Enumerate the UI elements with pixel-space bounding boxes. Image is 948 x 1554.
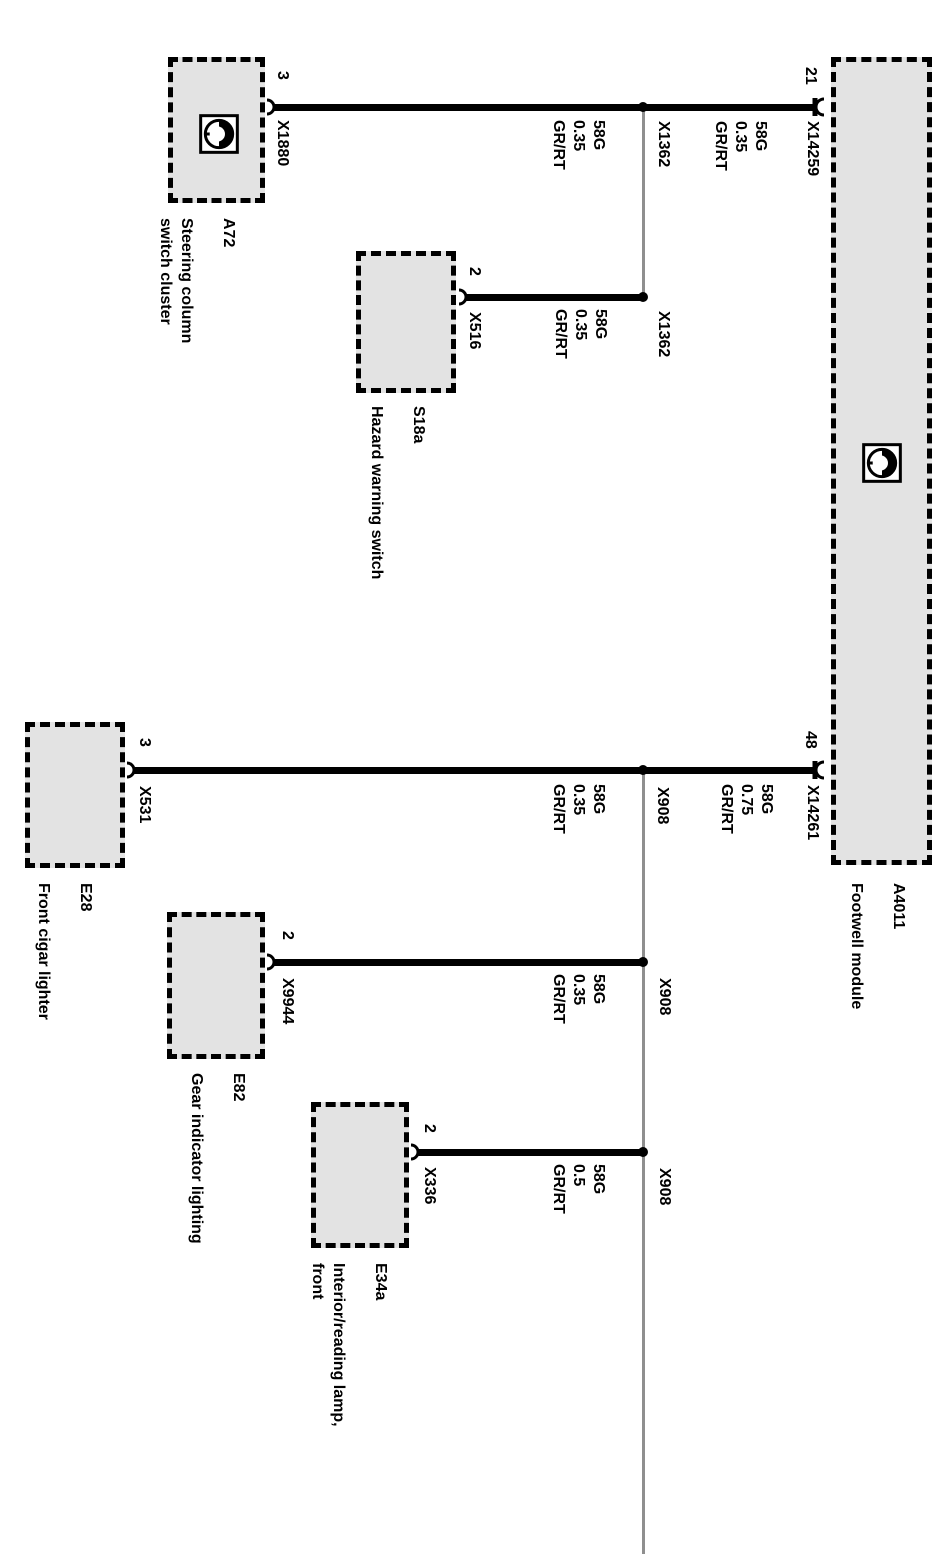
module-pin21-number: 21: [802, 67, 819, 85]
wire2-junction-label: X1362: [655, 311, 672, 358]
s18a-pin-socket-icon: [455, 287, 468, 312]
component-box-e34a: [311, 1102, 409, 1248]
s18a-connector-label: X516: [466, 312, 483, 350]
e82-pin-number: 2: [279, 931, 296, 940]
wire1-junction-label: X1362: [655, 121, 672, 168]
a72-pin-socket-icon: [263, 97, 276, 122]
wire1-left-label: 58G 0.35 GR/RT: [550, 120, 607, 170]
wire5-label: 58G 0.5 GR/RT: [550, 1164, 607, 1214]
e28-name-label: Front cigar lighter: [35, 883, 52, 1020]
e34a-pin-number: 2: [421, 1124, 438, 1133]
a72-code-label: A72: [220, 218, 237, 248]
bus-line-x908: [642, 770, 645, 1554]
component-box-s18a: [356, 251, 456, 393]
e34a-name-label: Interior/reading lamp, front: [309, 1263, 347, 1427]
wire-s18a-to-junction: [466, 294, 646, 301]
e28-label: E28 Front cigar lighter: [12, 883, 117, 1020]
module-pin48-socket-icon: [810, 759, 828, 786]
wire3-right-label: 58G 0.75 GR/RT: [718, 784, 775, 834]
junction-dot-x1362-bottom: [638, 292, 648, 302]
wire4-junction-label: X908: [656, 978, 673, 1016]
junction-dot-x908-e28: [638, 765, 648, 775]
e82-connector-label: X9944: [279, 978, 296, 1025]
component-box-a72: [168, 57, 265, 203]
wire-e28-to-footwell-module: [134, 767, 814, 774]
wire-a72-to-footwell-module: [274, 104, 814, 111]
s18a-code-label: S18a: [410, 406, 427, 444]
control-unit-icon: [862, 443, 902, 488]
a72-connector-label: X1880: [274, 120, 291, 167]
a4011-name-label: Footwell module: [848, 883, 865, 1010]
e82-name-label: Gear indicator lighting: [188, 1073, 205, 1244]
module-connector-top-label: X14259: [804, 121, 821, 177]
s18a-label: S18a Hazard warning switch: [345, 406, 450, 579]
a4011-code-label: A4011: [890, 883, 907, 930]
junction-dot-x1362-top: [638, 102, 648, 112]
wire2-label: 58G 0.35 GR/RT: [552, 309, 609, 359]
module-pin48-number: 48: [802, 731, 819, 749]
e34a-code-label: E34a: [372, 1263, 389, 1301]
wire3-junction-label: X908: [654, 787, 671, 825]
e34a-pin-socket-icon: [407, 1142, 420, 1167]
e82-label: E82 Gear indicator lighting: [165, 1073, 270, 1244]
module-box-a4011: [831, 57, 932, 865]
junction-dot-x908-e34a: [638, 1147, 648, 1157]
module-pin21-socket-icon: [810, 96, 828, 123]
module-connector-bottom-label: X14261: [804, 785, 821, 841]
a72-name-label: Steering column switch cluster: [157, 218, 195, 344]
e28-code-label: E28: [77, 883, 94, 912]
component-box-e28: [25, 722, 125, 868]
component-box-e82: [167, 912, 265, 1059]
s18a-pin-number: 2: [466, 267, 483, 276]
a72-pin-number: 3: [274, 71, 291, 80]
e34a-label: E34a Interior/reading lamp, front: [286, 1263, 412, 1427]
bus-line-x1362: [642, 107, 645, 297]
junction-dot-x908-e82: [638, 957, 648, 967]
wire4-label: 58G 0.35 GR/RT: [550, 974, 607, 1024]
e82-code-label: E82: [230, 1073, 247, 1102]
wire-e82-to-junction: [274, 959, 646, 966]
a72-label: A72 Steering column switch cluster: [134, 218, 260, 343]
e28-pin-socket-icon: [123, 760, 136, 785]
e34a-connector-label: X336: [421, 1167, 438, 1205]
s18a-name-label: Hazard warning switch: [368, 406, 385, 580]
control-unit-icon: [199, 114, 239, 159]
wire1-right-label: 58G 0.35 GR/RT: [712, 121, 769, 171]
wire5-junction-label: X908: [656, 1168, 673, 1206]
e28-connector-label: X531: [136, 786, 153, 824]
e82-pin-socket-icon: [263, 952, 276, 977]
wire-e34a-to-junction: [418, 1149, 646, 1156]
wire3-left-label: 58G 0.35 GR/RT: [550, 784, 607, 834]
e28-pin-number: 3: [136, 738, 153, 747]
a4011-label: A4011 Footwell module: [825, 883, 930, 1009]
